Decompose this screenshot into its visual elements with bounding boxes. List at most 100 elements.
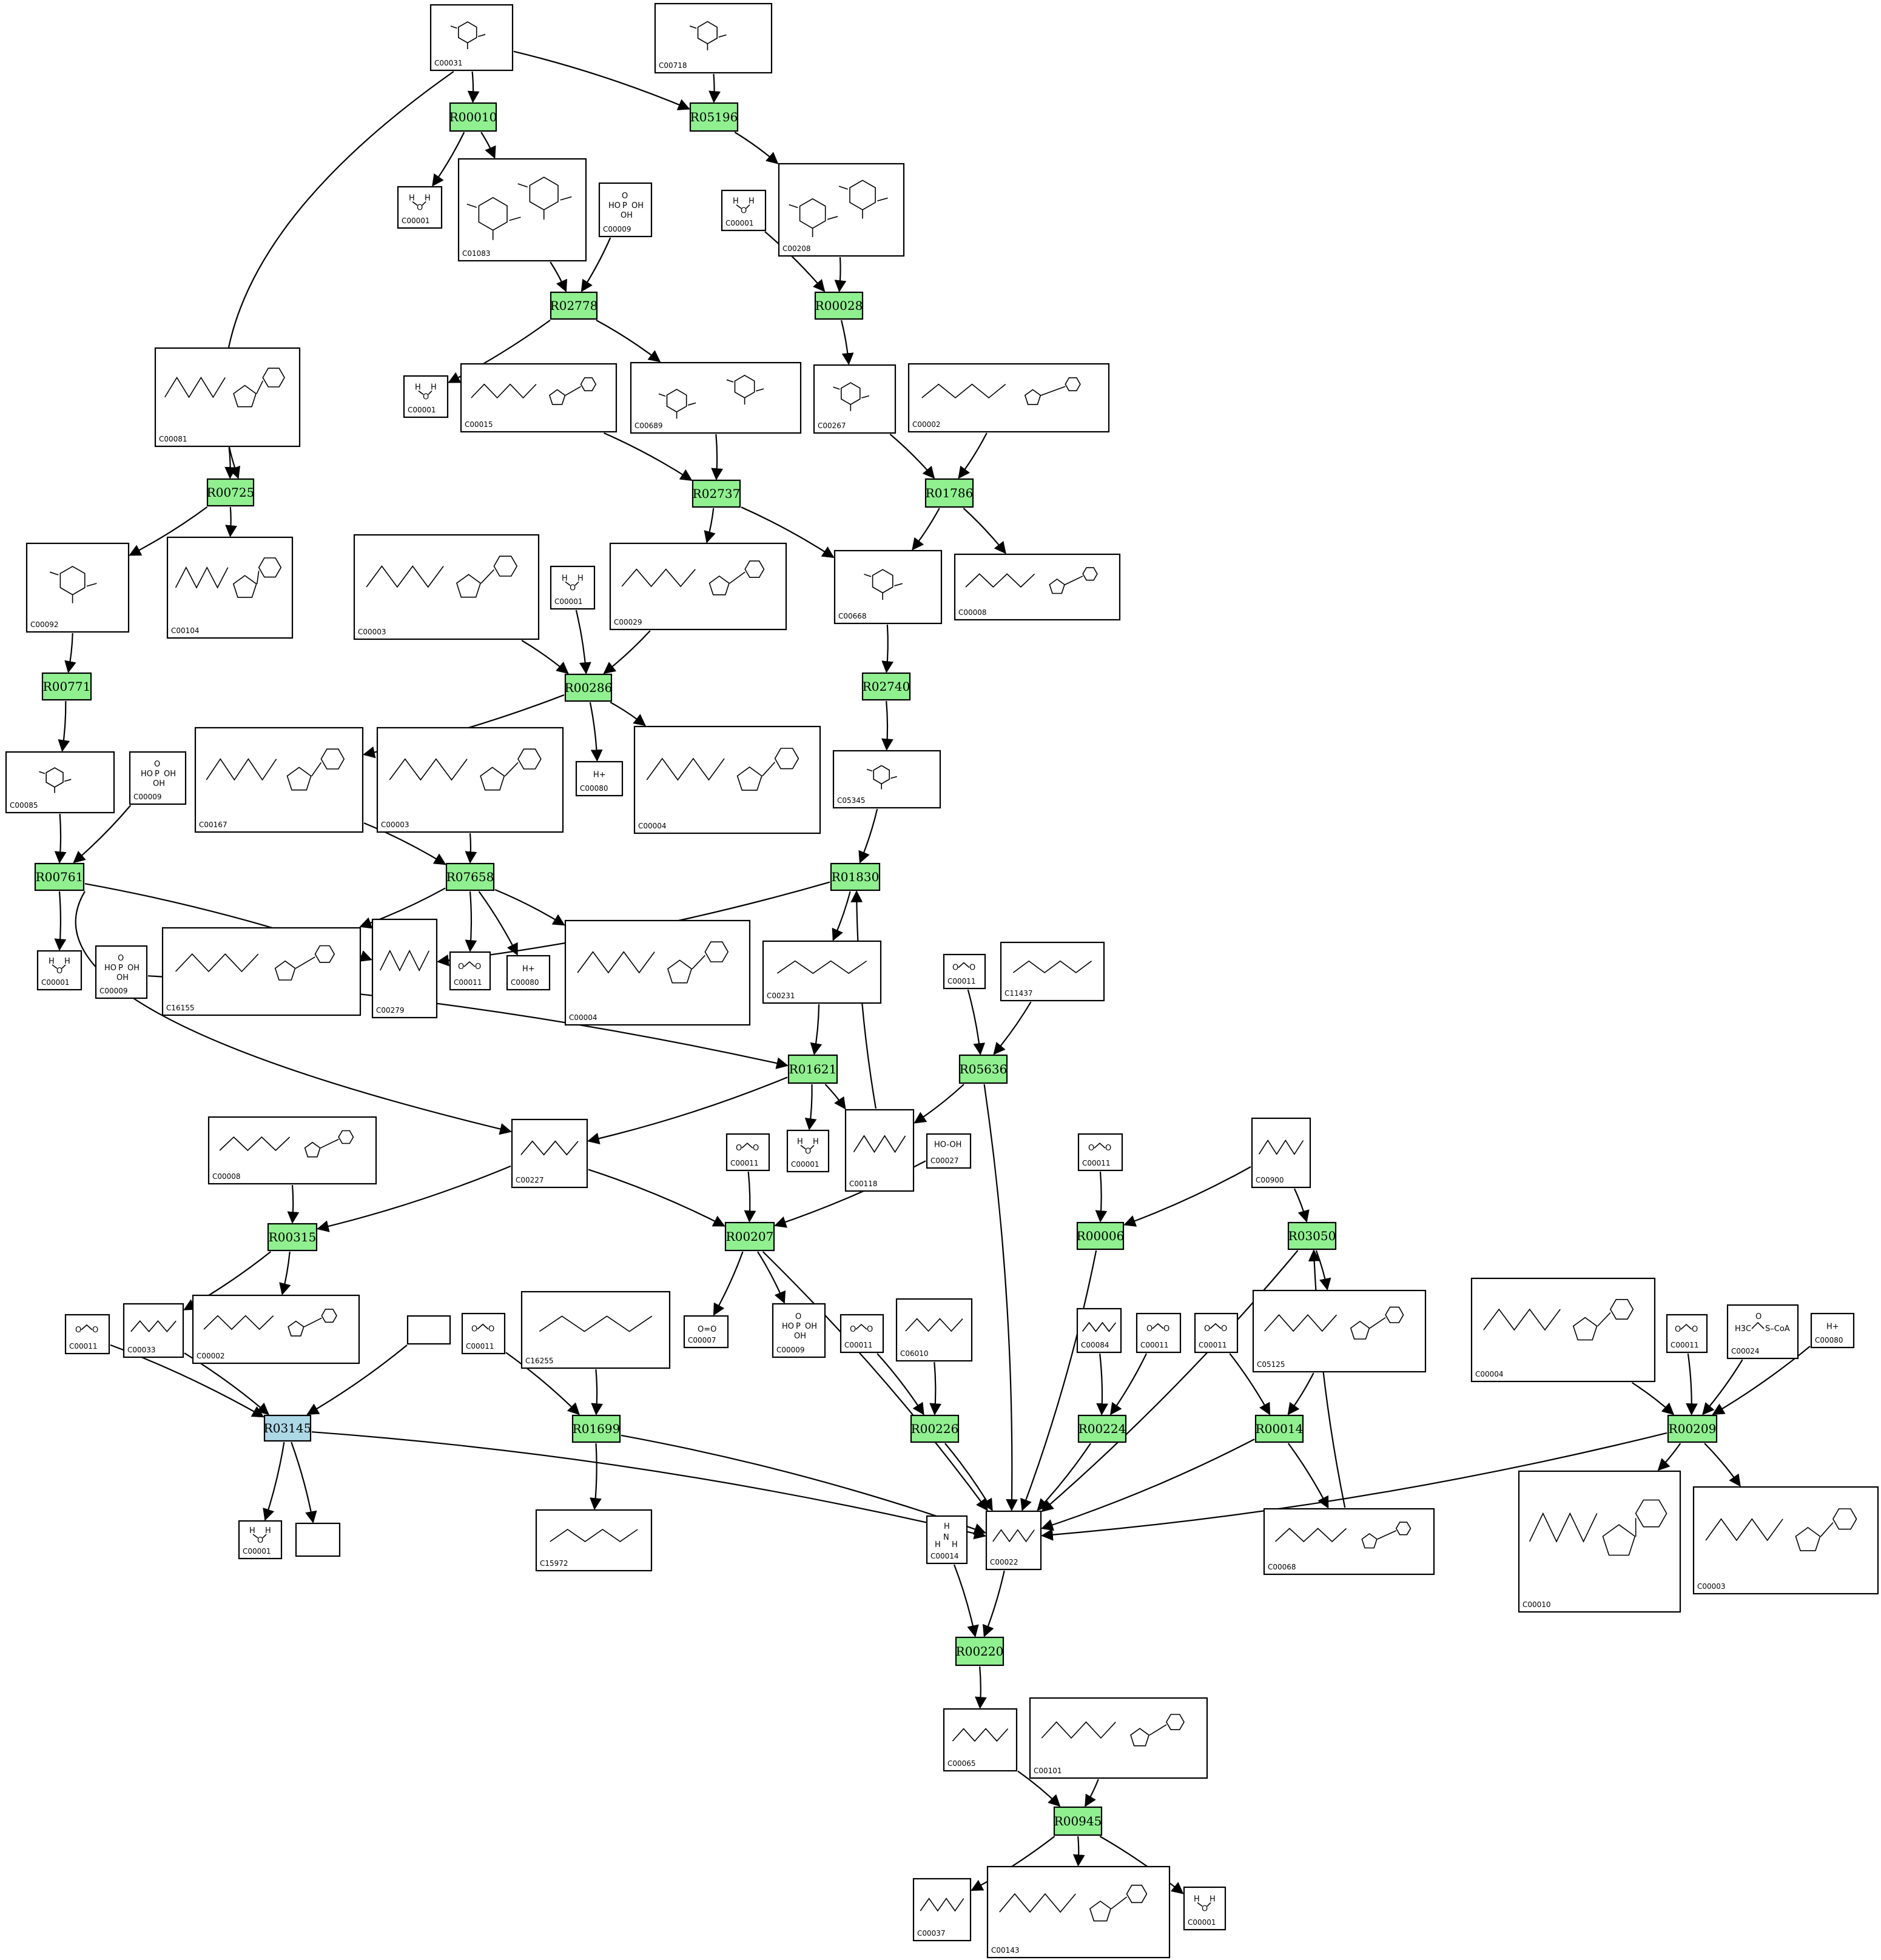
reaction-node[interactable]: R05636 — [958, 1054, 1008, 1084]
compound-node[interactable]: C00101 — [1029, 1697, 1208, 1779]
compound-node[interactable]: C00081 — [154, 347, 301, 448]
reaction-node[interactable]: R00725 — [207, 478, 255, 507]
compound-node[interactable]: C00085 — [5, 751, 115, 814]
compound-node[interactable]: H+C00080 — [506, 955, 551, 991]
compound-node[interactable]: C00022 — [985, 1510, 1042, 1571]
compound-node[interactable]: C00002 — [192, 1294, 360, 1364]
reaction-node[interactable]: R05196 — [689, 102, 739, 132]
compound-node[interactable]: C00033 — [123, 1303, 184, 1358]
compound-node[interactable]: C00008 — [207, 1116, 377, 1185]
reaction-node[interactable]: R00209 — [1667, 1414, 1718, 1443]
reaction-node[interactable]: R00315 — [267, 1223, 318, 1252]
compound-node[interactable]: C11437 — [1000, 941, 1105, 1002]
compound-node[interactable]: C00008 — [954, 553, 1121, 621]
reaction-node-highlighted[interactable]: R03145 — [264, 1414, 312, 1442]
compound-node[interactable]: C00084 — [1076, 1307, 1122, 1354]
compound-node[interactable]: C00668 — [833, 549, 943, 625]
reaction-node[interactable]: R00014 — [1254, 1414, 1304, 1443]
reaction-node[interactable]: R00010 — [449, 102, 497, 132]
compound-node[interactable]: C16255 — [520, 1290, 671, 1369]
reaction-node[interactable]: R00761 — [34, 862, 85, 891]
compound-node[interactable]: C00029 — [609, 542, 787, 631]
reaction-node[interactable]: R00220 — [955, 1636, 1004, 1666]
compound-node[interactable]: C00003 — [1692, 1486, 1879, 1595]
compound-node[interactable]: C00104 — [166, 536, 294, 639]
reaction-node[interactable]: R00771 — [41, 672, 92, 701]
compound-node[interactable]: C00004 — [633, 725, 821, 834]
compound-node[interactable]: C00037 — [912, 1878, 972, 1942]
reaction-node[interactable]: R02737 — [691, 479, 741, 508]
compound-node[interactable]: C00208 — [778, 163, 905, 257]
reaction-node[interactable]: R00028 — [814, 291, 864, 320]
compound-node[interactable]: C00068 — [1263, 1508, 1435, 1576]
compound-node[interactable]: C00003 — [376, 727, 564, 833]
compound-node[interactable] — [406, 1315, 451, 1345]
compound-node[interactable]: C00718 — [654, 2, 773, 74]
reaction-node[interactable]: R01786 — [924, 478, 974, 508]
compound-node[interactable]: C05125 — [1252, 1289, 1427, 1373]
compound-node[interactable]: C00167 — [194, 727, 364, 833]
compound-node[interactable]: C00010 — [1518, 1470, 1681, 1613]
reaction-node[interactable]: R02778 — [550, 291, 598, 320]
compound-node[interactable]: C00227 — [511, 1118, 588, 1189]
compound-node[interactable]: C00002 — [907, 363, 1110, 433]
reaction-node[interactable]: R00945 — [1053, 1806, 1103, 1836]
compound-node[interactable]: C01083 — [457, 158, 587, 262]
reaction-node[interactable]: R00286 — [565, 673, 613, 702]
compound-node[interactable]: C00004 — [564, 919, 751, 1026]
compound-node[interactable]: C00231 — [762, 940, 882, 1004]
reaction-node[interactable]: R07658 — [445, 862, 495, 891]
compound-node[interactable]: C00689 — [630, 361, 802, 434]
reaction-node[interactable]: R00207 — [724, 1221, 775, 1252]
reaction-node[interactable]: R01699 — [571, 1414, 621, 1443]
compound-node[interactable]: C00118 — [844, 1109, 915, 1192]
compound-node[interactable]: C05345 — [832, 750, 941, 809]
compound-node[interactable]: C00015 — [460, 363, 617, 433]
compound-node[interactable]: C00004 — [1470, 1277, 1656, 1383]
reaction-node[interactable]: R03050 — [1287, 1221, 1337, 1250]
reaction-node[interactable]: R00224 — [1077, 1414, 1127, 1443]
compound-node[interactable]: C15972 — [535, 1509, 653, 1572]
compound-node[interactable]: C00031 — [429, 4, 514, 72]
reaction-node[interactable]: R00226 — [910, 1414, 960, 1443]
compound-node[interactable]: H+C00080 — [1810, 1312, 1855, 1349]
compound-node[interactable]: C00279 — [371, 918, 438, 1019]
compound-node[interactable]: C00143 — [986, 1865, 1171, 1959]
reaction-node[interactable]: R02740 — [861, 672, 911, 701]
reaction-node[interactable]: R01621 — [787, 1054, 838, 1084]
reaction-node[interactable]: R00006 — [1077, 1221, 1125, 1250]
compound-node[interactable] — [295, 1522, 341, 1557]
compound-node[interactable]: C00267 — [813, 364, 897, 434]
compound-node[interactable]: C16155 — [161, 927, 362, 1016]
compound-node[interactable]: C00900 — [1251, 1117, 1311, 1189]
compound-node[interactable]: C00003 — [353, 534, 540, 640]
compound-node[interactable]: H+C00080 — [575, 760, 624, 797]
compound-node[interactable]: C00092 — [25, 542, 130, 633]
compound-node[interactable]: C06010 — [895, 1298, 973, 1362]
